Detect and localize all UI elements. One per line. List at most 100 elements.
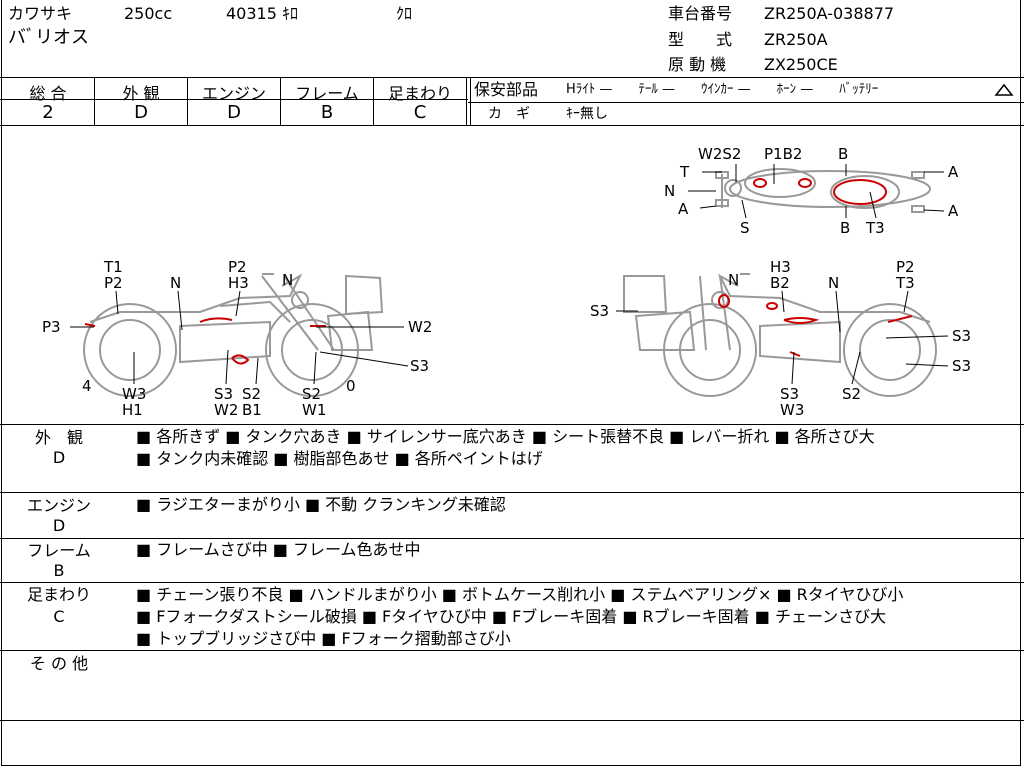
key-label: カ ギ (488, 106, 530, 122)
body-color: ｸﾛ (396, 4, 413, 23)
diagram-label: T (679, 163, 690, 181)
note-line: ■ チェーン張り不良 ■ ハンドルまがり小 ■ ボトムケース削れ小 ■ ステムベ… (136, 585, 904, 604)
diagram-label: N (728, 271, 739, 289)
col-divider (280, 77, 281, 125)
note-line: ■ トップブリッジさび中 ■ Fフォーク摺動部さび小 (136, 629, 511, 648)
diagram-label: T1 (103, 258, 123, 276)
section-label-suspension: 足まわり (26, 585, 91, 604)
type-value: ZR250A (764, 30, 828, 49)
diagram-label: S2 (842, 385, 861, 403)
diagram-label: S3 (952, 327, 971, 345)
note-line: ■ 各所きず ■ タンク穴あき ■ サイレンサー底穴あき ■ シート張替不良 ■… (136, 427, 875, 446)
rule (0, 125, 1024, 126)
engine-value: ZX250CE (764, 55, 838, 74)
diagram-label: S2 (302, 385, 321, 403)
section-label-engine: エンジン (26, 496, 91, 515)
score-suspension: C (413, 102, 427, 123)
triangle-icon (994, 83, 1014, 96)
section-notes-suspension: ■ チェーン張り不良 ■ ハンドルまがり小 ■ ボトムケース削れ小 ■ ステムベ… (136, 584, 903, 650)
section-grade-engine: D (52, 516, 66, 535)
rule (0, 720, 1024, 721)
score-header-frame: フレーム (295, 84, 359, 103)
score-header-exterior: 外 観 (122, 84, 160, 103)
col-divider (373, 77, 374, 125)
col-divider (470, 77, 471, 125)
displacement: 250cc (124, 4, 173, 23)
diagram-label: 0 (346, 377, 356, 395)
diagram-label: H1 (122, 401, 143, 419)
diagram-label: H3 (770, 258, 791, 276)
col-divider (94, 77, 95, 125)
diagram-label: S3 (952, 357, 971, 375)
diagram-label: S2 (242, 385, 261, 403)
diagram-label: S3 (780, 385, 799, 403)
section-grade-frame: B (53, 561, 65, 580)
diagram-label: H3 (228, 274, 249, 292)
diagram-label: W3 (122, 385, 146, 403)
section-label-other: そ の 他 (29, 654, 89, 673)
diagram-label: N (282, 271, 293, 289)
score-frame: B (320, 102, 334, 123)
note-line: ■ フレームさび中 ■ フレーム色あせ中 (136, 540, 421, 559)
mileage: 40315 ｷﾛ (226, 4, 298, 23)
score-header-engine: エンジン (201, 84, 266, 103)
engine-label: 原 動 機 (668, 55, 727, 74)
diagram-label: B2 (770, 274, 790, 292)
diagram-label: B (840, 219, 850, 237)
diagram-label: T3 (895, 274, 915, 292)
type-label: 型 式 (668, 30, 733, 49)
diagram-label: B1 (242, 401, 262, 419)
diagram-label: P1B2 (764, 145, 802, 163)
rule (0, 650, 1024, 651)
section-notes-engine: ■ ラジエターまがり小 ■ 不動 クランキング未確認 (136, 494, 506, 516)
model-name: バﾞリオス (8, 27, 89, 48)
diagram-label: S3 (590, 302, 609, 320)
diagram-label: P2 (896, 258, 915, 276)
diagram-label: P3 (42, 318, 61, 336)
diagram-label: W2 (214, 401, 238, 419)
score-overall: 2 (42, 102, 54, 123)
note-line: ■ タンク内未確認 ■ 樹脂部色あせ ■ 各所ペイントはげ (136, 449, 543, 468)
rule (0, 77, 1024, 78)
safety-items: Hﾗｲﾄ — ﾃｰﾙ — ｳｲﾝｶｰ — ﾎｰﾝ — ﾊﾞｯﾃﾘｰ (566, 82, 879, 97)
diagram-label: A (948, 202, 959, 220)
rule (468, 102, 1024, 103)
diagram-label: W2 (408, 318, 432, 336)
col-divider (466, 77, 467, 125)
note-line: ■ ラジエターまがり小 ■ 不動 クランキング未確認 (136, 495, 506, 514)
rule (0, 582, 1024, 583)
rule (0, 492, 1024, 493)
diagram-label: N (664, 182, 675, 200)
diagram-label: W1 (302, 401, 326, 419)
col-divider (187, 77, 188, 125)
maker: カワサキ (8, 4, 73, 23)
diagram-label: W2S2 (698, 145, 741, 163)
score-engine: D (227, 102, 241, 123)
section-label-frame: フレーム (27, 541, 91, 560)
section-grade-suspension: C (53, 607, 65, 626)
section-notes-frame: ■ フレームさび中 ■ フレーム色あせ中 (136, 539, 421, 561)
chassis-label: 車台番号 (668, 4, 733, 23)
diagram-label: 4 (82, 377, 92, 395)
diagram-label: A (948, 163, 959, 181)
damage-diagram: W2S2 P1B2 B T N A A A S B T3 T1 P2 N P2 … (42, 145, 971, 419)
diagram-label: S (740, 219, 750, 237)
score-header-overall: 総 合 (29, 84, 67, 103)
score-exterior: D (134, 102, 148, 123)
key-value: ｷｰ無し (566, 106, 608, 122)
diagram-label: N (828, 274, 839, 292)
diagram-label: W3 (780, 401, 804, 419)
diagram-label: P2 (228, 258, 247, 276)
note-line: ■ Fフォークダストシール破損 ■ Fタイヤひび中 ■ Fブレーキ固着 ■ Rブ… (136, 607, 887, 626)
section-label-exterior: 外 観 (34, 428, 83, 447)
diagram-label: A (678, 200, 689, 218)
diagram-label: N (170, 274, 181, 292)
rule (0, 424, 1024, 425)
score-header-suspension: 足まわり (387, 84, 452, 103)
rule (0, 99, 468, 100)
diagram-label: T3 (865, 219, 885, 237)
safety-label: 保安部品 (474, 80, 539, 99)
section-grade-exterior: D (52, 448, 66, 467)
diagram-label: S3 (410, 357, 429, 375)
